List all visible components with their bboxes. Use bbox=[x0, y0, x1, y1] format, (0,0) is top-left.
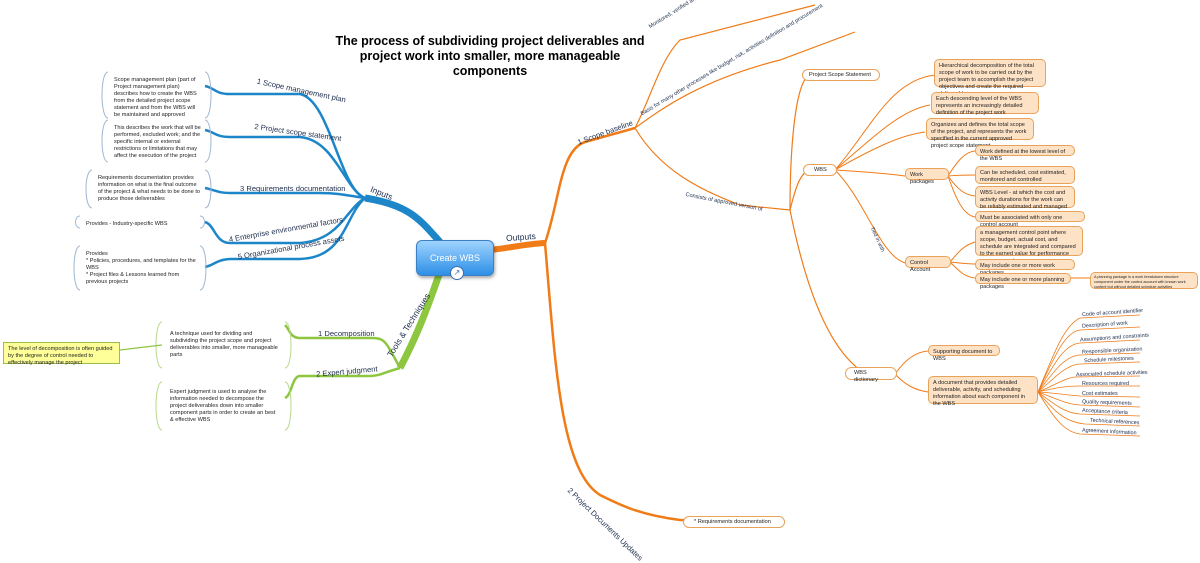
wbs-note-3: Organizes and defines the total scope of… bbox=[926, 118, 1034, 149]
ca-note-1: a management control point where scope, … bbox=[975, 226, 1083, 264]
tool-1-label[interactable]: 1 Decomposition bbox=[318, 329, 375, 338]
connector-lines bbox=[73, 4, 1141, 524]
decomposition-side-note: The level of decomposition is often guid… bbox=[3, 342, 120, 366]
input-3-label[interactable]: 3 Requirements documentation bbox=[240, 184, 346, 193]
tool-2-note: Expert judgment is used to analyse the i… bbox=[170, 389, 276, 423]
wbs-note-1: Hierarchical decomposition of the total … bbox=[934, 59, 1046, 97]
dict-item-7: Resources required bbox=[1082, 381, 1130, 387]
wp-note-2: Can be scheduled, cost estimated, monito… bbox=[975, 166, 1075, 184]
control-account-node[interactable]: Control Account bbox=[905, 256, 951, 273]
wbs-node[interactable]: WBS bbox=[803, 164, 837, 176]
input-4-note: Provides - Industry-specific WBS bbox=[86, 221, 168, 227]
input-1-note: Scope management plan (part of Project m… bbox=[114, 77, 197, 118]
docs-updates-note: * Requirements documentation bbox=[683, 516, 785, 528]
wbs-note-2: Each descending level of the WBS represe… bbox=[931, 92, 1039, 116]
wp-note-3: WBS Level - at which the cost and activi… bbox=[975, 186, 1075, 210]
planning-package-note: A planning package is a work breakdown s… bbox=[1090, 272, 1198, 289]
dict-note-1: Supporting document to WBS bbox=[928, 345, 1000, 362]
wp-note-1: Work defined at the lowest level of the … bbox=[975, 145, 1075, 162]
tool-1-note: A technique used for dividing and subdiv… bbox=[170, 331, 278, 358]
wbs-dictionary-node[interactable]: WBS dictionary bbox=[845, 367, 897, 383]
dict-note-2: A document that provides detailed delive… bbox=[928, 376, 1038, 407]
project-scope-statement-node[interactable]: Project Scope Statement bbox=[802, 69, 880, 81]
wp-note-4: Must be associated with only one control… bbox=[975, 211, 1085, 228]
input-3-note: Requirements documentation provides info… bbox=[98, 175, 201, 202]
central-label: Create WBS bbox=[429, 253, 480, 263]
page-title: The process of subdividing project deliv… bbox=[335, 34, 645, 78]
ca-note-3: May include one or more planning package… bbox=[975, 273, 1071, 290]
input-2-note: This describes the work that will be per… bbox=[114, 125, 201, 159]
ca-note-2: May include one or more work packages bbox=[975, 259, 1075, 276]
input-5-note: Provides * Policies, procedures, and tem… bbox=[86, 251, 196, 285]
work-packages-node[interactable]: Work packages bbox=[905, 168, 949, 185]
dict-item-8: Cost estimates bbox=[1082, 391, 1118, 397]
link-icon: ↗ bbox=[450, 266, 464, 280]
outputs-label: Outputs bbox=[505, 230, 537, 244]
